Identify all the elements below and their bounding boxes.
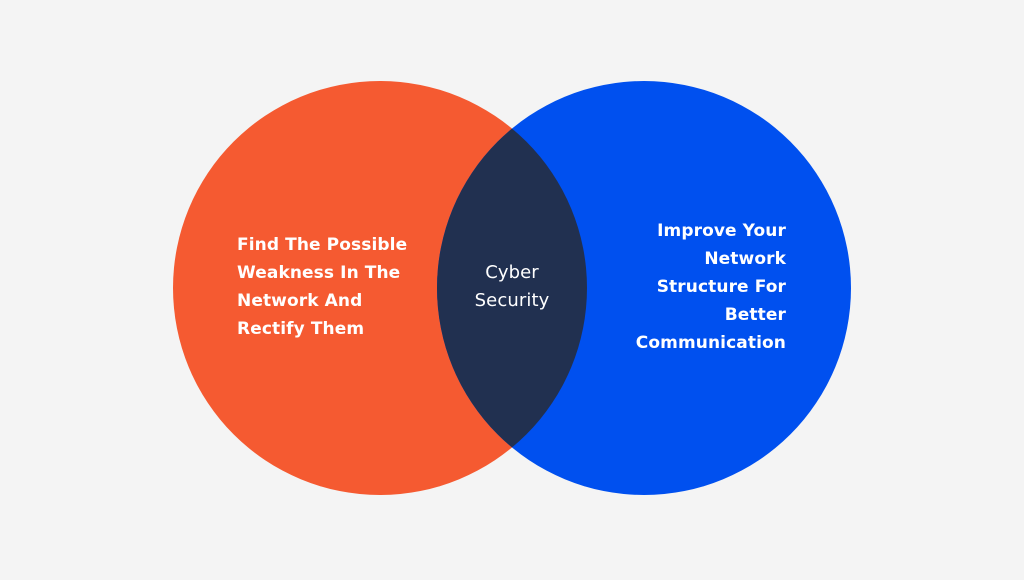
intersection-label: Cyber Security <box>474 262 550 311</box>
intersection-region <box>437 81 587 495</box>
right-circle-label: Improve Your Network Structure For Bette… <box>635 221 786 353</box>
left-circle-label: Find The Possible Weakness In The Networ… <box>237 235 408 339</box>
